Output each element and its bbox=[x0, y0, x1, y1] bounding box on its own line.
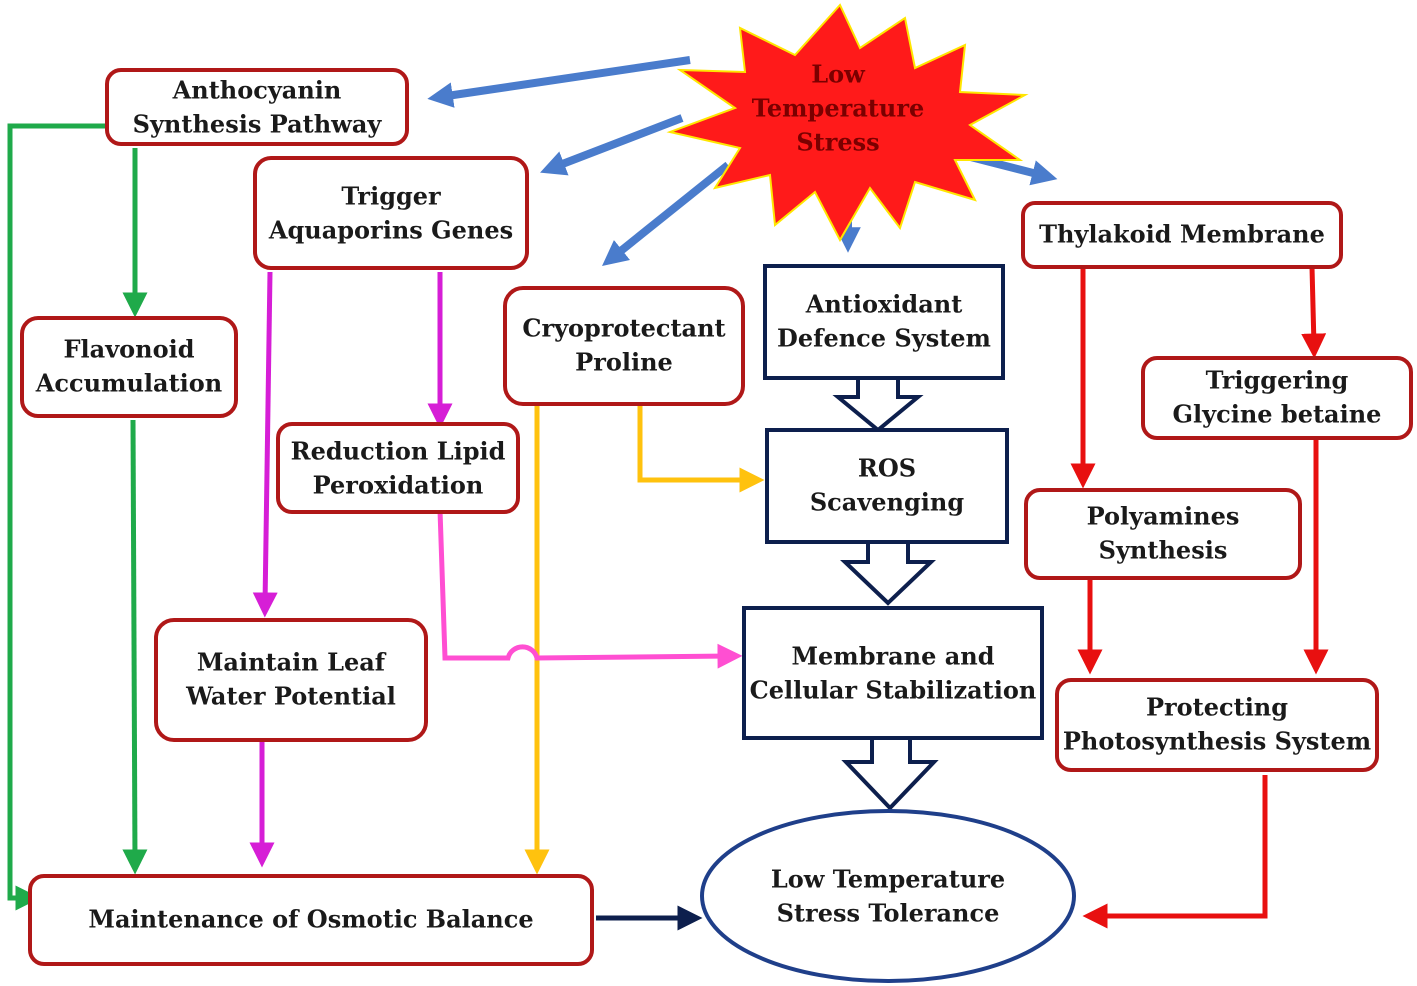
node-polyamines: Polyamines Synthesis bbox=[1024, 488, 1302, 580]
aquaporins-label-line2: Aquaporins Genes bbox=[268, 216, 513, 245]
node-glycine: Triggering Glycine betaine bbox=[1141, 356, 1413, 440]
green-arrows bbox=[7, 123, 148, 911]
node-lipid: Reduction Lipid Peroxidation bbox=[276, 422, 520, 514]
tolerance-label-line2: Stress Tolerance bbox=[777, 899, 1000, 928]
thylakoid-label-line1: Thylakoid Membrane bbox=[1039, 220, 1325, 249]
arrow-stress-to-proline bbox=[602, 161, 731, 267]
arrow-anthocyanin-to-osmotic-left bbox=[7, 123, 107, 911]
flavonoid-label-line1: Flavonoid bbox=[63, 335, 194, 364]
polyamines-label-line2: Synthesis bbox=[1099, 536, 1228, 565]
node-leaf: Maintain Leaf Water Potential bbox=[154, 618, 428, 742]
stress-node: Low Temperature Stress bbox=[666, 3, 1029, 243]
antioxidant-label-line2: Defence System bbox=[777, 324, 991, 353]
polyamines-label-line1: Polyamines bbox=[1087, 502, 1240, 531]
lipid-label-line2: Peroxidation bbox=[313, 471, 484, 500]
membrane-label-line2: Cellular Stabilization bbox=[750, 676, 1037, 705]
aquaporins-label-line1: Trigger bbox=[341, 182, 441, 211]
node-tolerance: Low Temperature Stress Tolerance bbox=[700, 809, 1076, 983]
node-antioxidant: Antioxidant Defence System bbox=[763, 264, 1005, 380]
block-arrow-antioxidant-to-ros bbox=[832, 378, 924, 433]
node-osmotic: Maintenance of Osmotic Balance bbox=[28, 874, 594, 966]
glycine-label-line2: Glycine betaine bbox=[1173, 400, 1382, 429]
ros-label-line2: Scavenging bbox=[810, 488, 965, 517]
arrow-thylakoid-to-glycine bbox=[1301, 266, 1327, 359]
leaf-label-line2: Water Potential bbox=[185, 682, 396, 711]
yellow-arrows bbox=[524, 405, 765, 875]
proline-label-line1: Cryoprotectant bbox=[522, 314, 725, 343]
stress-label-line2: Temperature bbox=[752, 94, 924, 123]
arrow-aquaporins-to-leaf bbox=[252, 271, 278, 618]
anthocyanin-label-line1: Anthocyanin bbox=[172, 76, 342, 105]
flavonoid-label-line2: Accumulation bbox=[35, 369, 222, 398]
ros-label-line1: ROS bbox=[858, 454, 916, 483]
arrow-stress-to-anthocyanin bbox=[427, 56, 691, 108]
membrane-label-line1: Membrane and bbox=[791, 642, 994, 671]
node-aquaporins: Trigger Aquaporins Genes bbox=[253, 156, 529, 270]
stress-label-line3: Stress bbox=[796, 128, 879, 157]
arrow-lipid-to-membrane bbox=[437, 509, 743, 669]
leaf-label-line1: Maintain Leaf bbox=[197, 648, 387, 677]
node-photosynthesis: Protecting Photosynthesis System bbox=[1055, 678, 1379, 772]
node-flavonoid: Flavonoid Accumulation bbox=[20, 316, 238, 418]
arrow-flavonoid-to-osmotic bbox=[122, 419, 148, 875]
arrow-stress-to-aquaporins bbox=[540, 114, 684, 176]
arrow-proline-to-ros bbox=[637, 405, 765, 493]
node-thylakoid: Thylakoid Membrane bbox=[1021, 201, 1343, 269]
anthocyanin-label-line2: Synthesis Pathway bbox=[133, 110, 383, 139]
proline-label-line2: Proline bbox=[575, 348, 673, 377]
tolerance-label-line1: Low Temperature bbox=[771, 865, 1005, 894]
photosynthesis-label-line1: Protecting bbox=[1146, 693, 1288, 722]
magenta-arrows bbox=[249, 271, 453, 868]
stress-label-line1: Low bbox=[811, 60, 866, 89]
glycine-label-line1: Triggering bbox=[1206, 366, 1349, 395]
stress-starburst bbox=[666, 3, 1029, 243]
antioxidant-label-line1: Antioxidant bbox=[805, 290, 963, 319]
node-ros: ROS Scavenging bbox=[765, 428, 1009, 544]
photosynthesis-label-line2: Photosynthesis System bbox=[1063, 727, 1371, 756]
node-membrane: Membrane and Cellular Stabilization bbox=[742, 606, 1044, 740]
red-arrows bbox=[1070, 266, 1329, 929]
node-proline: Cryoprotectant Proline bbox=[503, 286, 745, 406]
block-arrow-ros-to-membrane bbox=[840, 542, 936, 606]
lipid-label-line1: Reduction Lipid bbox=[291, 437, 506, 466]
osmotic-label-line1: Maintenance of Osmotic Balance bbox=[88, 905, 533, 934]
block-arrow-membrane-to-tolerance bbox=[841, 738, 939, 811]
arrow-photosynthesis-to-tolerance bbox=[1082, 775, 1268, 929]
node-anthocyanin: Anthocyanin Synthesis Pathway bbox=[105, 68, 409, 146]
